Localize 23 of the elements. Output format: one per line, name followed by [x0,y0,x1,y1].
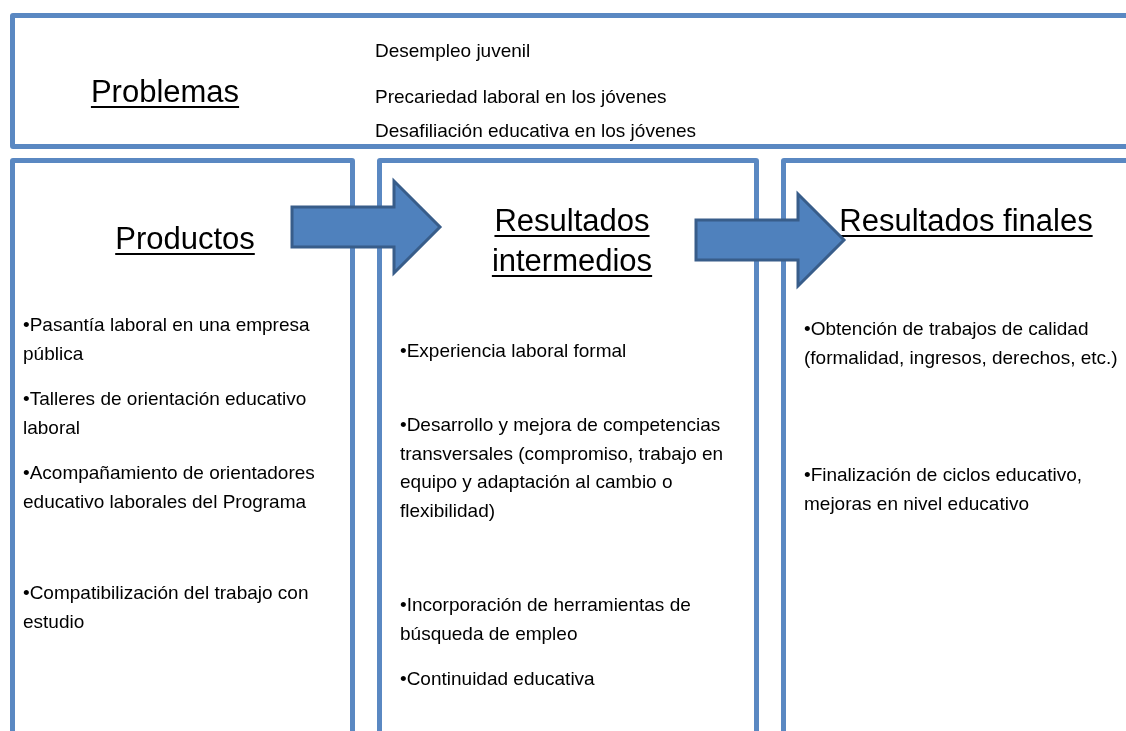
bullet-item: •Obtención de trabajos de calidad (formalidad, ingresos, derechos, etc.) [804,317,1119,370]
problem-text: Precariedad laboral en los jóvenes [375,86,668,109]
block-arrow [290,177,443,277]
heading: Productos [114,220,256,258]
column-panel [377,158,759,731]
heading: Problemas [89,73,241,111]
bullet-item: •Desarrollo y mejora de competencias transversales (compromiso, trabajo en equipo y adaptación al cambio o flexibilidad) [400,413,725,523]
problem-text: Desafiliación educativa en los jóvenes [375,120,698,143]
bullet-item: •Finalización de ciclos educativo, mejoras en nivel educativo [804,463,1084,516]
block-arrow [694,190,847,290]
bullet-item: •Talleres de orientación educativo laboral [23,387,308,440]
heading: Resultados finales [838,202,1094,240]
column-panel [10,158,355,731]
bullet-item: •Acompañamiento de orientadores educativo laborales del Programa [23,461,316,514]
bullet-item: •Experiencia laboral formal [400,339,628,363]
bullet-item: •Continuidad educativa [400,667,596,691]
problem-panel [10,13,1126,149]
bullet-item: •Compatibilización del trabajo con estudio [23,581,310,634]
bullet-item: •Incorporación de herramientas de búsqueda de empleo [400,593,692,646]
column-panel [781,158,1126,731]
bullet-item: •Pasantía laboral en una empresa pública [23,313,311,366]
problem-text: Desempleo juvenil [375,40,532,63]
heading: Resultados intermedios [490,202,654,281]
